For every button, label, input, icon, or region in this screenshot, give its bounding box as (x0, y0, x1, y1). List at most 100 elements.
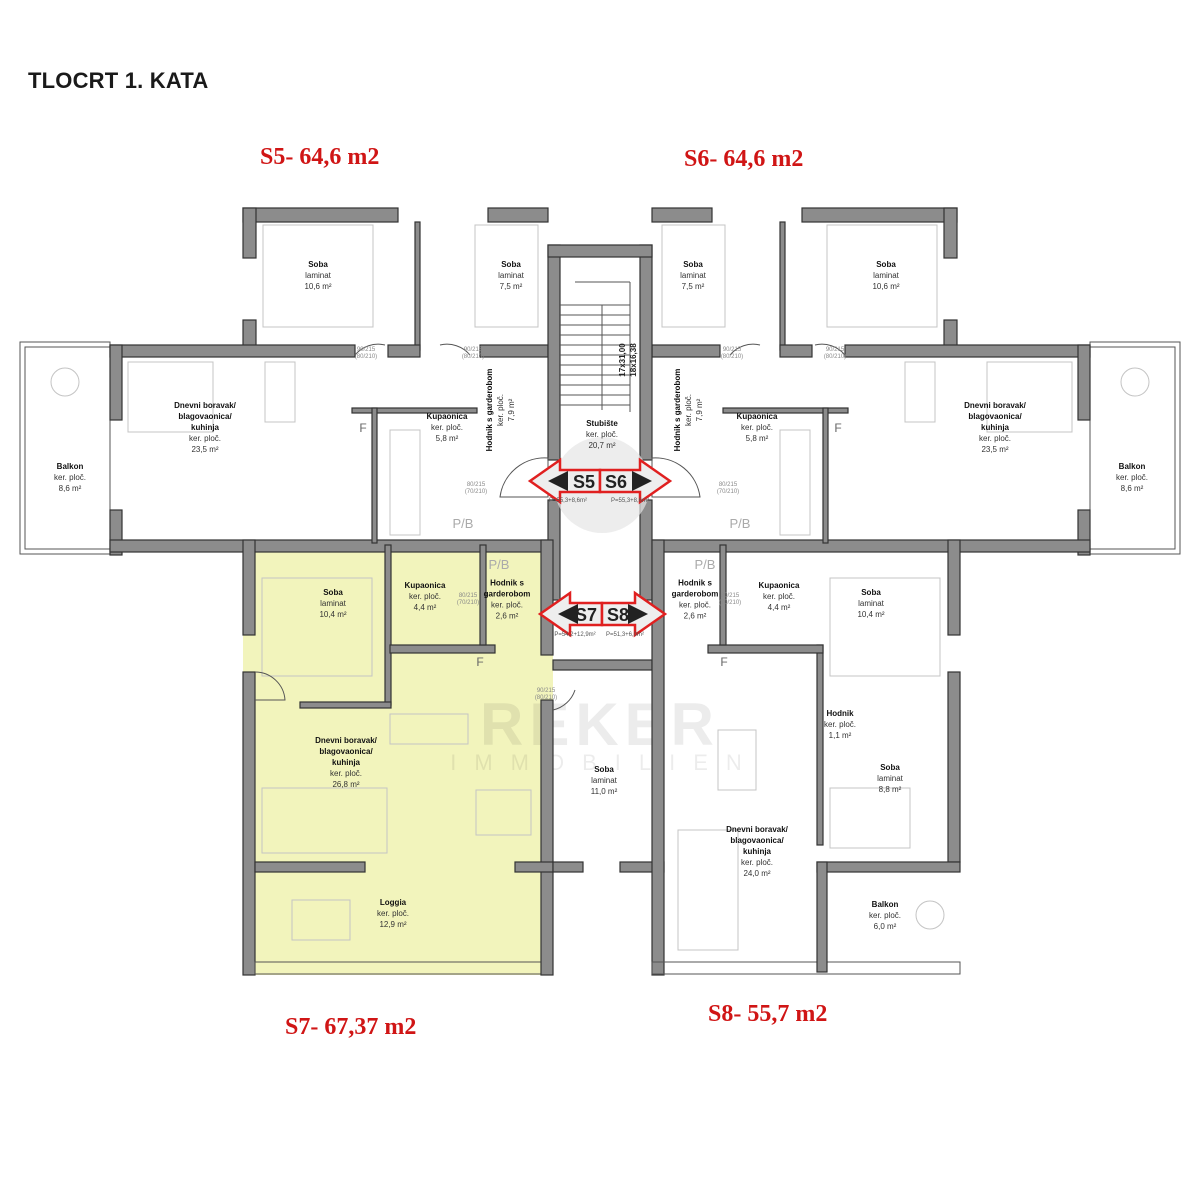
stair-dimension: 17x31,00 (618, 343, 627, 377)
stair-dimension: 18x16,38 (629, 343, 638, 377)
room-detail: 8,6 m² (1121, 484, 1144, 493)
room-name: Dnevni boravak/ (964, 401, 1027, 410)
svg-text:(70/210): (70/210) (717, 489, 739, 495)
room-detail: 7,5 m² (500, 282, 523, 291)
room-detail: ker. ploč. (979, 434, 1011, 443)
room-detail: ker. ploč. (409, 592, 441, 601)
room-name: garderobom (484, 590, 531, 599)
room-name: Dnevni boravak/ (174, 401, 237, 410)
svg-text:(80/210): (80/210) (355, 354, 377, 360)
svg-text:(80/210): (80/210) (535, 695, 557, 701)
room-detail: ker. ploč. (491, 601, 523, 610)
room-label: Soba laminat 10,6 m² (872, 260, 899, 291)
room-name: Stubište (586, 419, 618, 428)
svg-text:80/215: 80/215 (721, 593, 740, 599)
unit-s6-title: S6- 64,6 m2 (684, 146, 804, 172)
room-name: Soba (308, 260, 328, 269)
room-label: Hodnik s garderobom ker. ploč. 2,6 m² (484, 579, 531, 621)
room-name: Loggia (380, 898, 407, 907)
room-detail: laminat (873, 271, 900, 280)
room-detail: laminat (320, 599, 347, 608)
svg-text:P=55,3+8,6m²: P=55,3+8,6m² (549, 498, 587, 504)
room-detail: ker. ploč. (431, 423, 463, 432)
unit-s7-walls (242, 539, 554, 976)
svg-text:90/215: 90/215 (357, 347, 376, 353)
room-name: Balkon (1119, 462, 1146, 471)
room-name: Soba (683, 260, 703, 269)
room-detail: ker. ploč. (741, 858, 773, 867)
svg-text:REKER: REKER (480, 691, 720, 758)
page-title: TLOCRT 1. KATA (28, 68, 209, 93)
room-detail: ker. ploč. (824, 720, 856, 729)
unit-s5-title: S5- 64,6 m2 (260, 144, 380, 170)
room-name: Hodnik (826, 709, 854, 718)
room-detail: laminat (591, 776, 618, 785)
svg-text:P=51,3+6,0m²: P=51,3+6,0m² (606, 632, 644, 638)
room-detail: 10,4 m² (319, 610, 346, 619)
room-name: kuhinja (332, 758, 361, 767)
room-detail: ker. ploč. (679, 601, 711, 610)
room-name: Soba (501, 260, 521, 269)
room-name: Soba (880, 763, 900, 772)
room-name: Kupaonica (427, 412, 468, 421)
unit-s8-walls (552, 539, 961, 976)
unit-s6-walls (639, 207, 1181, 601)
room-name: Hodnik s (678, 579, 712, 588)
room-label: Kupaonica ker. ploč. 5,8 m² (737, 412, 778, 443)
room-detail: laminat (680, 271, 707, 280)
room-name: Hodnik s garderobom (673, 369, 682, 452)
room-detail: 2,6 m² (684, 612, 707, 621)
room-name: Hodnik s (490, 579, 524, 588)
room-name: kuhinja (981, 423, 1010, 432)
badge-s7-s8: S7 S8 P=54,2+12,9m² P=51,3+6,0m² (537, 590, 668, 638)
room-name: blagovaonica/ (968, 412, 1022, 421)
room-detail: 12,9 m² (379, 920, 406, 929)
svg-text:F: F (476, 655, 483, 669)
room-detail: ker. ploč. (763, 592, 795, 601)
room-name: Kupaonica (759, 581, 800, 590)
svg-text:(70/210): (70/210) (457, 600, 479, 606)
room-detail: 5,8 m² (436, 434, 459, 443)
svg-text:(80/210): (80/210) (721, 354, 743, 360)
room-label: Dnevni boravak/blagovaonica/kuhinjaker. … (726, 825, 789, 878)
room-detail: 10,6 m² (872, 282, 899, 291)
room-detail: laminat (498, 271, 525, 280)
room-detail: ker. ploč. (586, 430, 618, 439)
room-detail: 6,0 m² (874, 922, 897, 931)
room-detail: 20,7 m² (588, 441, 615, 450)
room-name: Balkon (57, 462, 84, 471)
room-detail: 2,6 m² (496, 612, 519, 621)
room-name: kuhinja (191, 423, 220, 432)
svg-text:P/B: P/B (730, 516, 751, 531)
badge-s7: S7 (575, 605, 597, 625)
room-name: Soba (876, 260, 896, 269)
room-detail: laminat (858, 599, 885, 608)
unit-s8-title: S8- 55,7 m2 (708, 1001, 828, 1027)
watermark: REKER IMMOBILIEN (450, 691, 742, 775)
room-detail: 10,6 m² (304, 282, 331, 291)
room-detail: ker. ploč. (741, 423, 773, 432)
room-name: Kupaonica (737, 412, 778, 421)
svg-text:P=55,3+8,6m²: P=55,3+8,6m² (611, 498, 649, 504)
room-label: Stubište ker. ploč. 20,7 m² (586, 419, 618, 450)
svg-text:P=54,2+12,9m²: P=54,2+12,9m² (554, 632, 595, 638)
room-detail: 5,8 m² (746, 434, 769, 443)
badge-s5-s6: S5 S6 P=55,3+8,6m² P=55,3+8,6m² (527, 457, 673, 505)
room-detail: 23,5 m² (981, 445, 1008, 454)
room-name: Soba (323, 588, 343, 597)
room-name: Dnevni boravak/ (315, 736, 378, 745)
room-detail: 11,0 m² (591, 787, 618, 796)
badge-s8: S8 (607, 605, 629, 625)
room-name: Kupaonica (405, 581, 446, 590)
room-detail: 8,6 m² (59, 484, 82, 493)
badge-s5: S5 (573, 472, 595, 492)
svg-text:80/215: 80/215 (719, 482, 738, 488)
